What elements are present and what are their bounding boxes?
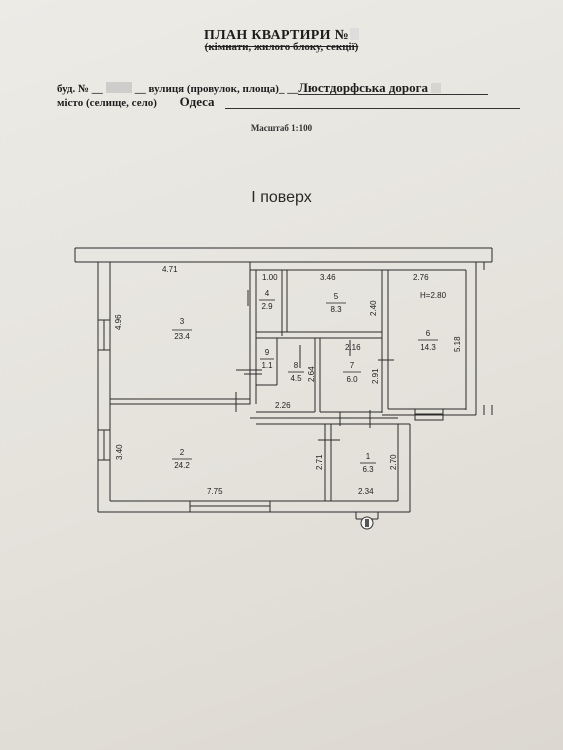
room-number: 4	[265, 289, 270, 298]
room-area: 6.0	[346, 375, 358, 384]
room-number: 9	[265, 348, 270, 357]
dimension: 1.00	[262, 273, 278, 282]
street-underline	[298, 94, 488, 95]
dimension: 2.40	[369, 300, 378, 316]
dimension: 2.26	[275, 401, 291, 410]
dimension: 2.91	[371, 368, 380, 384]
subtitle-text: (кімнати, жилого блоку, секції)	[204, 41, 359, 53]
street-value: Люстдорфська дорога	[298, 80, 429, 95]
address-line-building: буд. № ____ вулиця (провулок, площа)_ __…	[57, 80, 442, 96]
city-value: Одеса	[179, 94, 215, 109]
room-area: 2.9	[261, 302, 273, 311]
dimension: H=2.80	[420, 291, 447, 300]
dimension: 2.76	[413, 273, 429, 282]
room-labels: 3 23.4 2 24.2 4 2.9 5 8.3 6 14.3 9 1.1 8…	[172, 289, 438, 474]
dimension: 2.16	[345, 343, 361, 352]
dimension-labels: 4.71 1.00 3.46 2.76 H=2.80 2.16 2.26 7.7…	[114, 265, 462, 496]
room-number: 2	[180, 448, 185, 457]
room-number: 8	[294, 361, 299, 370]
document-subtitle: (кімнати, жилого блоку, секції)	[0, 41, 563, 53]
floor-label: I поверх	[251, 189, 312, 206]
city-underline	[225, 108, 520, 109]
document-title: ПЛАН КВАРТИРИ №	[0, 28, 563, 44]
room-area: 23.4	[174, 332, 190, 341]
dimension: 2.34	[358, 487, 374, 496]
street-label: вулиця (провулок, площа)	[148, 83, 279, 95]
redacted-building-number	[105, 82, 132, 93]
dimension: 2.70	[389, 454, 398, 470]
entrance-marker	[360, 516, 374, 530]
title-text: ПЛАН КВАРТИРИ №	[204, 28, 349, 43]
room-area: 4.5	[290, 374, 302, 383]
redacted-number	[350, 28, 359, 40]
plan-walls	[74, 247, 493, 520]
dimension: 4.96	[114, 314, 123, 330]
room-area: 8.3	[330, 305, 342, 314]
room-number: 3	[180, 317, 185, 326]
dimension: 4.71	[162, 265, 178, 274]
room-number: 7	[350, 361, 355, 370]
dimension: 3.46	[320, 273, 336, 282]
dimension: 7.75	[207, 487, 223, 496]
room-number: 5	[334, 292, 339, 301]
room-area: 24.2	[174, 461, 190, 470]
dimension: 3.40	[115, 444, 124, 460]
dimension: 2.71	[315, 454, 324, 470]
scale-label: Масштаб 1:100	[250, 123, 313, 133]
room-area: 14.3	[420, 343, 436, 352]
address-line-city: місто (селище, село) Одеса	[57, 94, 215, 110]
city-label: місто (селище, село)	[57, 97, 157, 109]
building-label: буд. №	[57, 83, 90, 95]
room-area: 1.1	[261, 361, 273, 370]
room-number: 6	[426, 329, 431, 338]
room-area: 6.3	[362, 465, 374, 474]
dimension: 5.18	[453, 336, 462, 352]
room-number: 1	[366, 452, 371, 461]
dimension: 2.64	[307, 366, 316, 382]
redacted-house-number	[431, 83, 442, 93]
